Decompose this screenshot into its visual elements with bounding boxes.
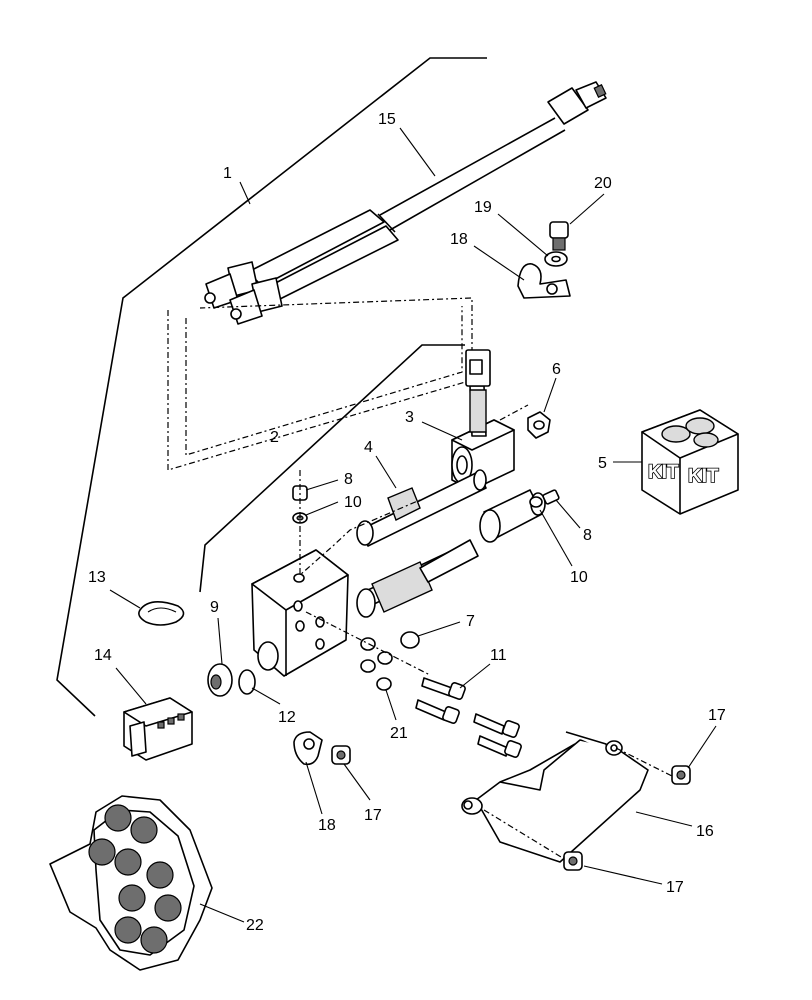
center-line-bracket-2 xyxy=(483,809,567,861)
center-line-bracket xyxy=(615,747,677,779)
mounting-bracket-16 xyxy=(461,731,649,864)
callout-10-left: 10 xyxy=(344,494,362,511)
callout-7: 7 xyxy=(466,613,475,630)
callout-1: 1 xyxy=(223,165,232,182)
callout-10-right: 10 xyxy=(570,569,588,586)
callout-2: 2 xyxy=(270,429,279,446)
callout-19: 19 xyxy=(474,199,492,216)
callout-14: 14 xyxy=(94,647,112,664)
wire-route-dashed-inner xyxy=(185,306,463,456)
clip-18-bottom xyxy=(293,731,323,766)
keypad-22 xyxy=(49,795,213,971)
screw-17-right-lower xyxy=(563,851,583,871)
o-ring-12 xyxy=(238,669,256,695)
center-line-a xyxy=(299,470,421,577)
washer-10-right xyxy=(529,496,543,508)
bolts-11 xyxy=(415,677,522,758)
clip-13 xyxy=(138,601,185,626)
wire-route-dashed xyxy=(167,297,473,471)
callout-13: 13 xyxy=(88,569,106,586)
callout-18-top: 18 xyxy=(450,231,468,248)
screw-17-middle xyxy=(331,745,351,765)
clamp-18-top xyxy=(517,263,571,299)
screw-17-right-upper xyxy=(671,765,691,785)
callout-11: 11 xyxy=(490,647,507,664)
assembly-bracket-1 xyxy=(56,57,487,717)
callout-21: 21 xyxy=(390,725,408,742)
callout-17-right-lower: 17 xyxy=(666,879,684,896)
callout-4: 4 xyxy=(364,439,373,456)
callout-16: 16 xyxy=(696,823,714,840)
callout-17-right-upper: 17 xyxy=(708,707,726,724)
wiring-harness xyxy=(204,81,607,325)
callout-5: 5 xyxy=(598,455,607,472)
callout-8-right: 8 xyxy=(583,527,592,544)
spool-spring-assembly xyxy=(356,539,479,618)
o-rings xyxy=(360,631,420,691)
kit-label-left: KIT xyxy=(648,462,679,483)
callout-22: 22 xyxy=(246,917,264,934)
cartridge-valve-4 xyxy=(356,469,487,547)
screw-20 xyxy=(549,221,569,251)
callout-17-middle: 17 xyxy=(364,807,382,824)
manifold-block xyxy=(251,549,349,677)
callout-9: 9 xyxy=(210,599,219,616)
callout-6: 6 xyxy=(552,361,561,378)
plug-8-right xyxy=(542,489,560,505)
callout-15: 15 xyxy=(378,111,396,128)
center-line-b xyxy=(305,611,431,676)
nut-6 xyxy=(527,411,551,439)
leader-lines xyxy=(109,127,717,923)
kit-box-5: KIT KIT xyxy=(641,409,739,515)
plug-9 xyxy=(207,663,233,697)
valve-housing xyxy=(479,489,546,543)
callout-12: 12 xyxy=(278,709,296,726)
callout-20: 20 xyxy=(594,175,612,192)
callout-8-left: 8 xyxy=(344,471,353,488)
assembly-bracket-2 xyxy=(199,344,465,593)
center-line-c xyxy=(499,404,529,421)
rocker-switch-14 xyxy=(123,697,193,761)
callout-18-bottom: 18 xyxy=(318,817,336,834)
kit-label-right: KIT xyxy=(688,466,719,487)
callout-labels: 1 15 20 19 18 6 3 2 4 5 8 10 8 10 13 9 7… xyxy=(88,111,726,934)
solenoid-coil-3 xyxy=(451,349,515,491)
callout-3: 3 xyxy=(405,409,414,426)
washer-19 xyxy=(544,251,568,267)
